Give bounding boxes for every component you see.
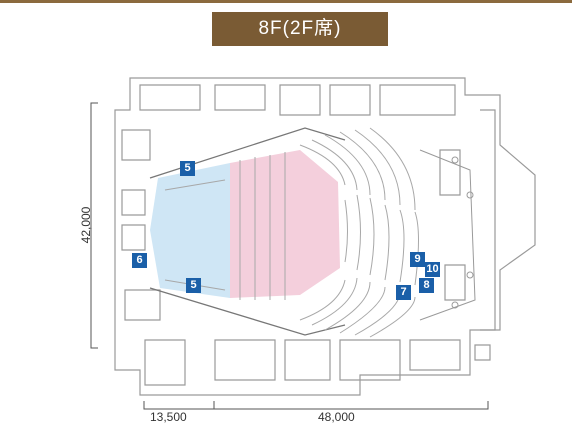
balcony-rails xyxy=(149,127,346,336)
building-walls xyxy=(114,77,536,396)
dimension-lines xyxy=(90,102,489,410)
marker-9: 9 xyxy=(410,252,425,267)
height-dimension-label: 42,000 xyxy=(79,206,93,244)
marker-5-upper: 5 xyxy=(180,161,195,176)
stage-area xyxy=(419,149,476,321)
marker-6: 6 xyxy=(132,253,147,268)
width-left-dimension-label: 13,500 xyxy=(150,410,187,424)
zone-left-seating xyxy=(150,163,230,298)
marker-8: 8 xyxy=(419,278,434,293)
top-rule xyxy=(0,0,572,3)
seat-rows xyxy=(164,127,419,338)
floor-title: 8F(2F席) xyxy=(212,12,388,46)
marker-5-lower: 5 xyxy=(186,278,201,293)
width-dimension-line xyxy=(143,401,489,410)
height-dimension-line xyxy=(90,102,98,349)
width-right-dimension-label: 48,000 xyxy=(318,410,355,424)
marker-10: 10 xyxy=(425,262,440,277)
marker-7: 7 xyxy=(396,285,411,300)
